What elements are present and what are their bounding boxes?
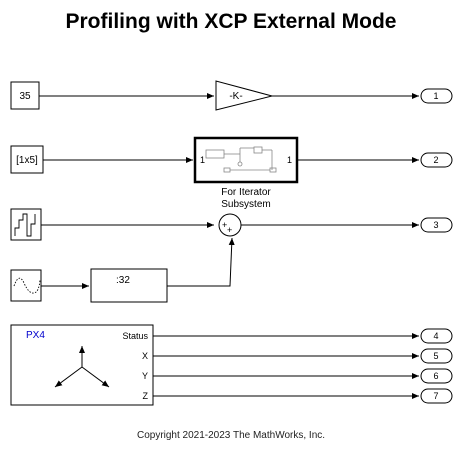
for-iterator-subsystem-block[interactable]: 1 1 For Iterator Subsystem xyxy=(193,136,299,210)
axes-icon xyxy=(54,346,110,388)
diagram-title: Profiling with XCP External Mode xyxy=(65,10,397,33)
outport-7-label: 7 xyxy=(433,391,438,401)
outport-2-label: 2 xyxy=(433,155,438,165)
outport-3-label: 3 xyxy=(433,220,438,230)
sum-sign-2: + xyxy=(227,225,232,235)
sum-block[interactable]: + + xyxy=(218,213,242,237)
data-type-conversion-block[interactable]: :32 xyxy=(90,268,168,303)
outport-5[interactable]: 5 xyxy=(420,348,453,364)
sine-waveform-icon xyxy=(13,277,41,294)
subsystem-out-port-label: 1 xyxy=(287,155,292,165)
sine-wave-block[interactable] xyxy=(10,269,42,302)
subsystem-in-port-label: 1 xyxy=(200,155,205,165)
gain-block[interactable]: -K- xyxy=(215,80,274,111)
sum-sign-1: + xyxy=(222,220,227,230)
constant-block-35[interactable]: 35 xyxy=(10,81,40,110)
outport-1-label: 1 xyxy=(433,91,438,101)
constant-1x5-value: [1x5] xyxy=(16,155,38,166)
outport-1[interactable]: 1 xyxy=(420,88,453,104)
px4-block[interactable]: PX4 Status X Y Z xyxy=(10,324,154,406)
px4-port-x: X xyxy=(142,351,148,361)
outport-6-label: 6 xyxy=(433,371,438,381)
px4-port-y: Y xyxy=(142,371,148,381)
outport-4-label: 4 xyxy=(433,331,438,341)
outport-6[interactable]: 6 xyxy=(420,368,453,384)
outport-4[interactable]: 4 xyxy=(420,328,453,344)
outport-7[interactable]: 7 xyxy=(420,388,453,404)
outport-3[interactable]: 3 xyxy=(420,217,453,233)
pulse-waveform-icon xyxy=(14,213,36,237)
pulse-generator-block[interactable] xyxy=(10,208,42,241)
px4-port-z: Z xyxy=(143,391,149,401)
constant-block-1x5[interactable]: [1x5] xyxy=(10,145,44,174)
constant-35-value: 35 xyxy=(19,91,31,102)
gain-label: -K- xyxy=(229,91,242,102)
subsystem-caption-line2: Subsystem xyxy=(221,199,270,210)
px4-label: PX4 xyxy=(26,330,45,341)
outport-5-label: 5 xyxy=(433,351,438,361)
outport-2[interactable]: 2 xyxy=(420,152,453,168)
px4-port-status: Status xyxy=(122,331,148,341)
subsystem-caption-line1: For Iterator xyxy=(221,187,271,198)
copyright-notice: Copyright 2021-2023 The MathWorks, Inc. xyxy=(136,430,326,441)
subsystem-thumbnail-icon xyxy=(205,146,277,173)
conversion-label: :32 xyxy=(116,275,130,286)
signal-line[interactable] xyxy=(167,237,235,287)
